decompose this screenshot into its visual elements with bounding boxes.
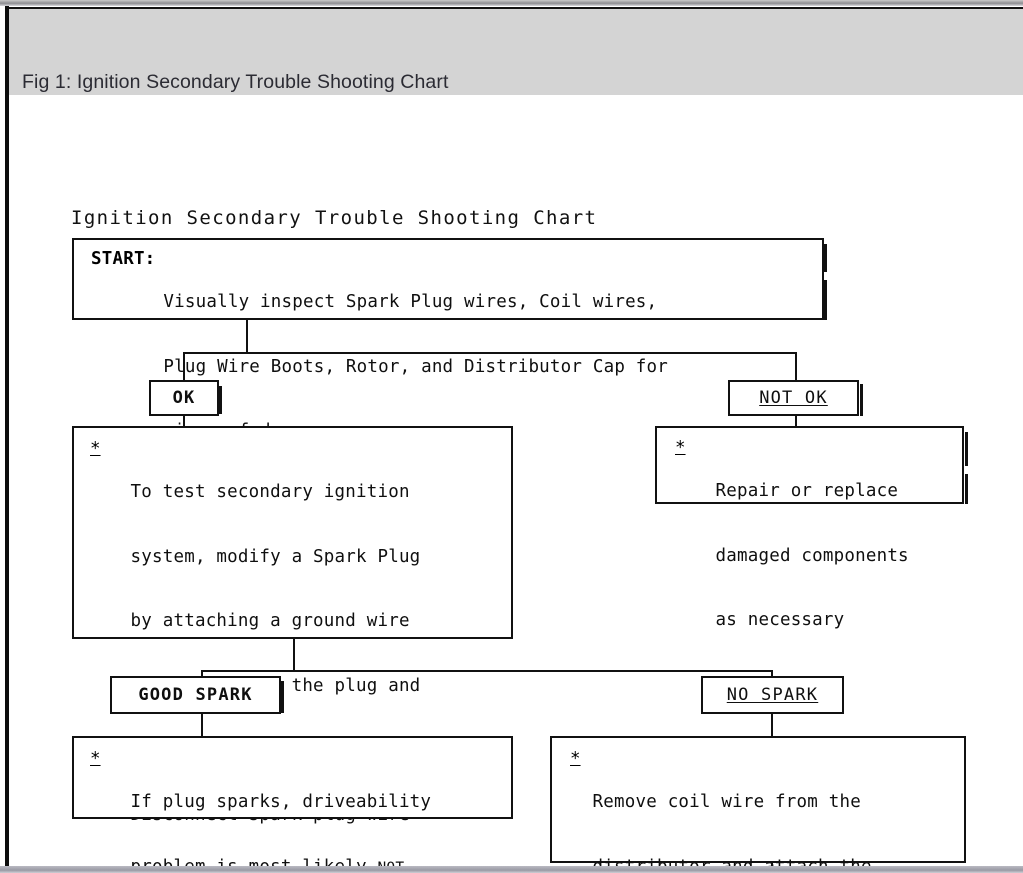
border-artifact bbox=[965, 474, 968, 504]
bullet-glyph: * bbox=[90, 749, 101, 769]
connector-to-not-ok bbox=[795, 352, 797, 380]
start-keyword: START: bbox=[91, 249, 156, 269]
action-node-remove-coil-wire: * Remove coil wire from the distributor … bbox=[550, 736, 966, 866]
branch-node-no-spark: NO SPARK bbox=[701, 676, 844, 714]
not-ok-action-line-1: Repair or replace bbox=[715, 481, 899, 501]
connector-good-spark-down bbox=[201, 714, 203, 736]
branch-node-not-ok: NOT OK bbox=[728, 380, 863, 416]
connector-no-spark-action-stem bbox=[771, 863, 773, 866]
branch-node-ok: OK bbox=[149, 380, 222, 416]
start-line-1: Visually inspect Spark Plug wires, Coil … bbox=[163, 292, 658, 312]
connector-split-bar-1 bbox=[183, 352, 797, 354]
action-node-test-secondary: * To test secondary ignition system, mod… bbox=[72, 426, 513, 825]
no-spark-action-line-2: distributor and attach the bbox=[593, 857, 883, 867]
window-left-border bbox=[5, 6, 9, 873]
branch-label-ok: OK bbox=[172, 388, 196, 408]
no-spark-action-line-1: Remove coil wire from the bbox=[592, 792, 861, 812]
good-spark-action-emphasis-not: NOT bbox=[377, 860, 404, 867]
bullet-glyph: * bbox=[90, 439, 101, 459]
border-artifact bbox=[860, 384, 863, 416]
connector-ok-action-stem bbox=[293, 639, 295, 670]
connector-split-bar-2 bbox=[201, 670, 773, 672]
border-artifact bbox=[824, 280, 827, 320]
action-node-driveability: * If plug sparks, driveability problem i… bbox=[72, 736, 513, 866]
figure-header-bar: Fig 1: Ignition Secondary Trouble Shooti… bbox=[9, 7, 1023, 95]
not-ok-action-line-3: as necessary bbox=[715, 610, 845, 630]
border-artifact bbox=[281, 681, 284, 713]
border-artifact bbox=[965, 432, 968, 466]
branch-node-good-spark: GOOD SPARK bbox=[110, 676, 284, 714]
ok-action-line-3: by attaching a ground wire bbox=[130, 611, 410, 631]
good-spark-action-line-2: problem is most likely NOT bbox=[131, 857, 432, 867]
flowchart-canvas: Ignition Secondary Trouble Shooting Char… bbox=[9, 95, 1023, 866]
border-artifact bbox=[824, 244, 827, 272]
start-line-2: Plug Wire Boots, Rotor, and Distributor … bbox=[163, 356, 669, 377]
border-artifact bbox=[219, 386, 222, 414]
action-node-repair-replace: * Repair or replace damaged components a… bbox=[655, 426, 968, 630]
window-top-bezel bbox=[0, 0, 1023, 6]
bullet-glyph: * bbox=[675, 438, 686, 458]
connector-to-ok bbox=[183, 352, 185, 380]
window-bottom-bezel bbox=[0, 866, 1023, 873]
connector-start-stem bbox=[246, 320, 248, 352]
page-sheet: Ignition Secondary Trouble Shooting Char… bbox=[9, 95, 1023, 866]
ok-action-line-1: To test secondary ignition bbox=[130, 482, 410, 502]
branch-label-not-ok: NOT OK bbox=[759, 388, 828, 408]
bullet-glyph: * bbox=[570, 749, 581, 769]
ok-action-line-2: system, modify a Spark Plug bbox=[130, 546, 421, 567]
chart-title: Ignition Secondary Trouble Shooting Char… bbox=[71, 207, 598, 229]
not-ok-action-line-2: damaged components bbox=[715, 545, 909, 566]
good-spark-action-line-2-text: problem is most likely bbox=[131, 857, 378, 867]
figure-caption: Fig 1: Ignition Secondary Trouble Shooti… bbox=[22, 71, 449, 93]
branch-label-good-spark: GOOD SPARK bbox=[138, 685, 253, 705]
branch-label-no-spark: NO SPARK bbox=[726, 685, 819, 705]
start-node: START: Visually inspect Spark Plug wires… bbox=[72, 238, 827, 441]
connector-no-spark-down bbox=[771, 714, 773, 736]
good-spark-action-line-1: If plug sparks, driveability bbox=[130, 792, 432, 812]
